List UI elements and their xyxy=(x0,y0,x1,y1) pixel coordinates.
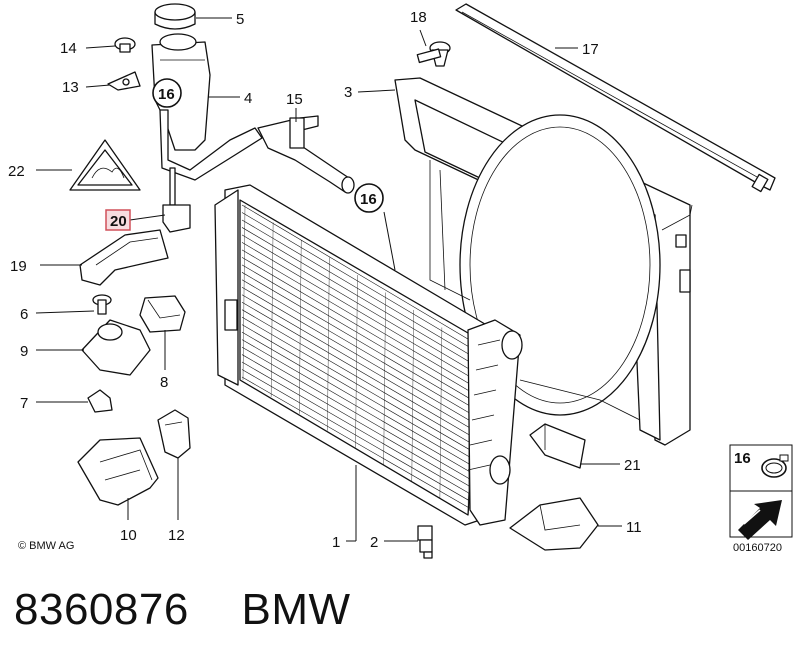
sensor-holder-drawing xyxy=(162,167,191,233)
air-duct-drawing xyxy=(77,437,159,506)
label-7: 7 xyxy=(20,395,28,412)
drain-plug-drawing xyxy=(417,525,433,559)
copyright: © BMW AG xyxy=(18,540,75,552)
label-9: 9 xyxy=(20,343,28,360)
label-20: 20 xyxy=(110,213,127,230)
label-12: 12 xyxy=(168,527,185,544)
highlighted-callout-20[interactable]: 20 xyxy=(105,209,131,231)
label-5: 5 xyxy=(236,11,244,28)
legend-label-16: 16 xyxy=(734,450,751,467)
label-22: 22 xyxy=(8,163,25,180)
label-8: 8 xyxy=(160,374,168,391)
label-18: 18 xyxy=(410,9,427,26)
hose-drawing xyxy=(257,115,355,194)
screw-drawing xyxy=(92,294,112,315)
leader-lines xyxy=(35,17,622,542)
bracket-drawing xyxy=(79,229,169,286)
clip-drawing xyxy=(107,71,141,91)
label-15: 15 xyxy=(286,91,303,108)
warning-sticker-drawing xyxy=(69,139,141,191)
air-guide-lower-drawing xyxy=(509,497,599,551)
mount-drawing xyxy=(81,319,151,376)
label-19: 19 xyxy=(10,258,27,275)
label-1: 1 xyxy=(332,534,340,551)
arrow-icon xyxy=(738,500,782,540)
radiator-drawing xyxy=(214,184,523,526)
label-10: 10 xyxy=(120,527,137,544)
svg-text:16: 16 xyxy=(158,86,175,103)
rivet-drawing xyxy=(416,41,451,67)
svg-text:16: 16 xyxy=(360,191,377,208)
air-guide-drawing xyxy=(529,423,586,469)
label-17: 17 xyxy=(582,41,599,58)
parts-diagram: 5 14 13 4 15 22 19 6 9 7 8 10 12 1 2 3 1… xyxy=(8,3,793,559)
callout-labels: 5 14 13 4 15 22 19 6 9 7 8 10 12 1 2 3 1… xyxy=(8,9,642,551)
label-11: 11 xyxy=(626,519,642,536)
label-14: 14 xyxy=(60,40,77,57)
circled-callout-16b: 16 xyxy=(354,183,384,213)
label-6: 6 xyxy=(20,306,28,323)
circled-callout-16a: 16 xyxy=(152,78,182,108)
legend-box: 16 xyxy=(729,444,793,540)
clip-nut-drawing xyxy=(87,389,113,413)
brand-name: BMW xyxy=(241,585,351,634)
reference-number: 00160720 xyxy=(733,542,782,554)
rubber-pad-drawing xyxy=(139,295,186,333)
label-3: 3 xyxy=(344,84,352,101)
label-2: 2 xyxy=(370,534,378,551)
label-13: 13 xyxy=(62,79,79,96)
bumper-drawing xyxy=(157,409,191,459)
label-21: 21 xyxy=(624,457,641,474)
footer: 8360876 BMW xyxy=(14,585,391,635)
part-number: 8360876 xyxy=(14,585,189,634)
rubber-strip-drawing xyxy=(455,3,776,193)
bolt-drawing xyxy=(114,37,136,53)
label-4: 4 xyxy=(244,90,252,107)
